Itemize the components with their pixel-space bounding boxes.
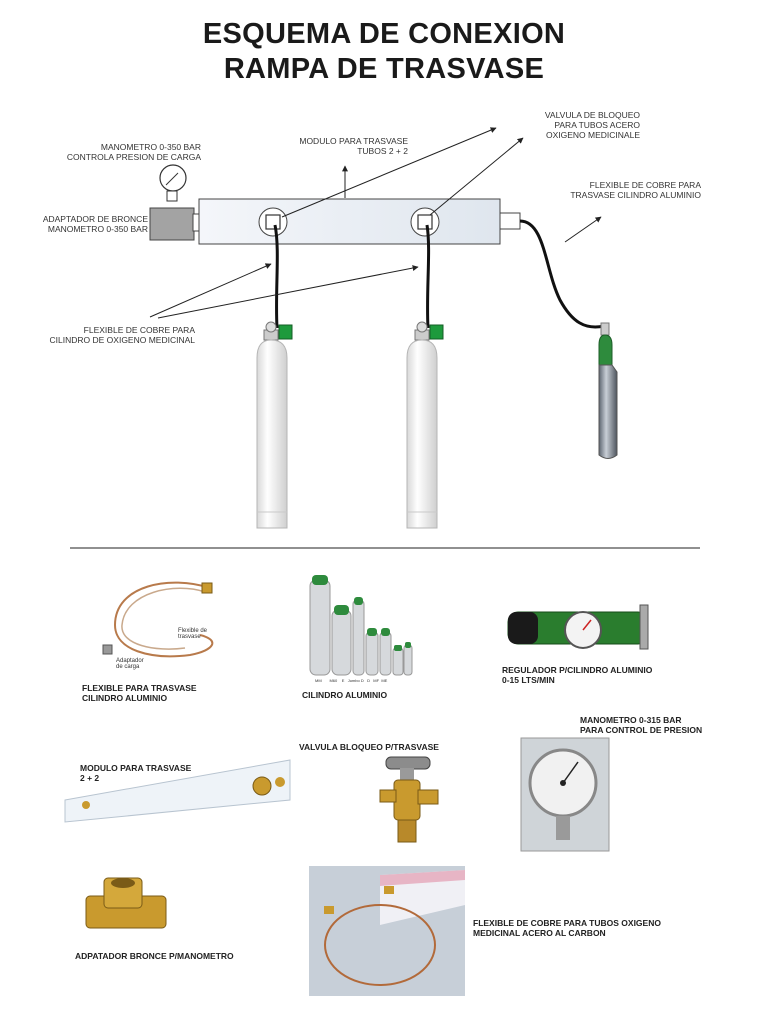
caption-flexible-cobre: FLEXIBLE DE COBRE PARA TUBOS OXIGENO MED…	[473, 918, 661, 938]
bronze-adapter-label: ADAPTADOR DE BRONCE MANOMETRO 0-350 BAR	[42, 214, 148, 234]
caption-adaptador: ADPATADOR BRONCE P/MANOMETRO	[75, 951, 234, 961]
module-label: MODULO PARA TRASVASE TUBOS 2 + 2	[299, 136, 408, 156]
cylinder-size-labels: MM M60 E Jumbo D D MF ME	[315, 678, 388, 683]
title-line-1: ESQUEMA DE CONEXION	[202, 18, 566, 50]
aluminium-cylinders-photo	[309, 575, 413, 676]
caption-cilindro: CILINDRO ALUMINIO	[302, 690, 388, 700]
caption-manometro-315: MANOMETRO 0-315 BAR PARA CONTROL DE PRES…	[580, 715, 703, 735]
transfer-module-bar	[198, 198, 501, 245]
flexible-hose-photo	[102, 581, 214, 658]
valve-label: VALVULA DE BLOQUEO PARA TUBOS ACERO OXIG…	[544, 110, 640, 140]
oxygen-cylinder-2	[406, 321, 444, 529]
bronze-adapter-block	[149, 207, 195, 241]
manometer-label: MANOMETRO 0-350 BAR CONTROLA PRESION DE …	[66, 142, 201, 162]
flexible-oxygen-label: FLEXIBLE DE COBRE PARA CILINDRO DE OXIGE…	[49, 325, 195, 345]
valve-photo	[379, 756, 439, 843]
oxygen-cylinder-1	[256, 321, 293, 529]
caption-flexible-trasvase: FLEXIBLE PARA TRASVASE CILINDRO ALUMINIO	[82, 683, 197, 703]
copper-hose-photo	[309, 866, 465, 996]
aluminium-cylinder	[598, 322, 618, 459]
caption-modulo: MODULO PARA TRASVASE 2 + 2	[80, 763, 192, 783]
module-bar-photo	[64, 759, 291, 823]
flexible-aluminium-label: FLEXIBLE DE COBRE PARA TRASVASE CILINDRO…	[570, 180, 701, 200]
manometer-gauge-icon	[159, 164, 187, 202]
title-line-2: RAMPA DE TRASVASE	[223, 53, 545, 85]
bronze-tee-photo	[85, 877, 167, 929]
manometer-315-photo	[520, 737, 610, 852]
caption-regulador: REGULADOR P/CILINDRO ALUMINIO 0-15 LTS/M…	[502, 665, 653, 685]
photo-label-adaptador: Adaptador de carga	[116, 658, 144, 670]
regulator-photo	[507, 604, 649, 650]
caption-valvula: VALVULA BLOQUEO P/TRASVASE	[299, 742, 439, 752]
photo-label-flexible: Flexible de trasvase	[178, 628, 208, 640]
